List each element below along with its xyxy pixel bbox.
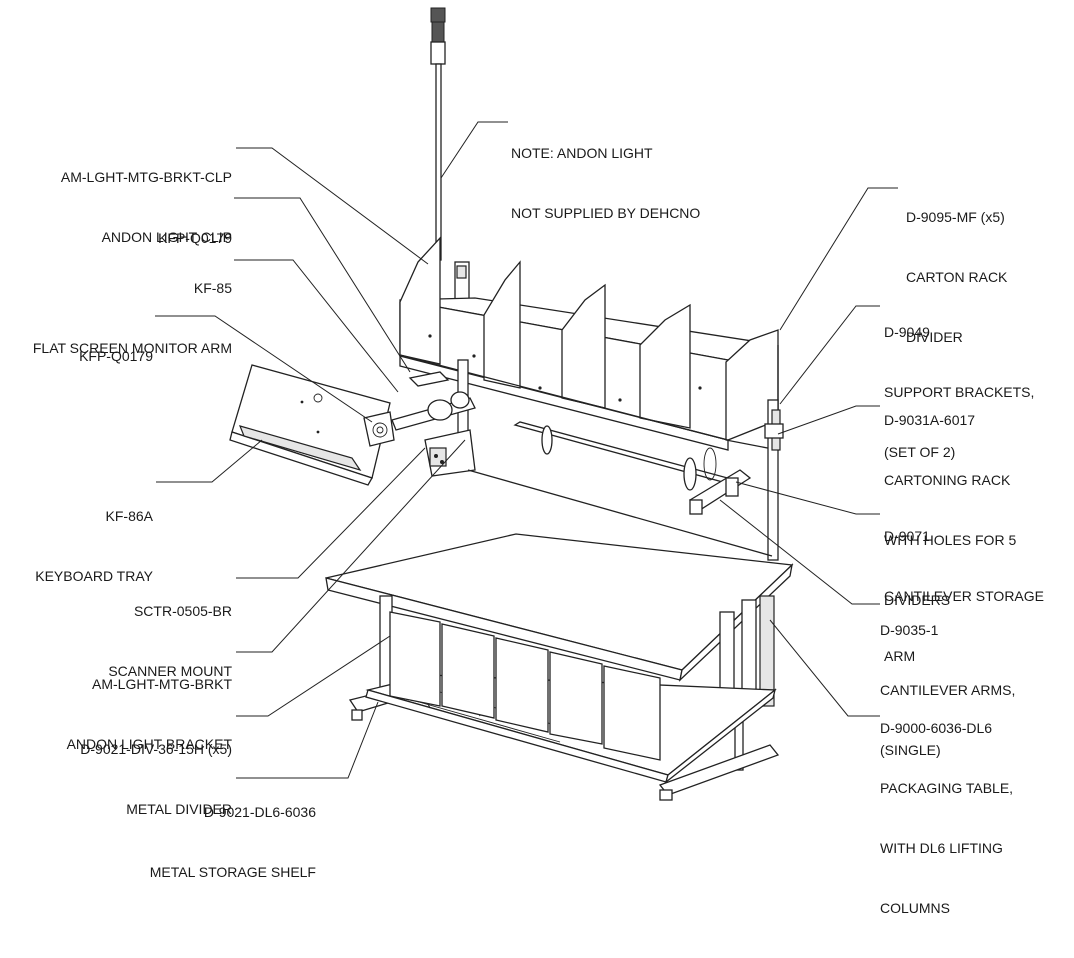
monitor-arm [391,371,476,477]
callout-line: AM-LGHT-MTG-BRKT [92,676,232,692]
packaging-table [325,469,794,682]
callout-line: KF-85 [193,280,232,296]
callout-line: KEYBOARD TRAY [35,568,153,584]
callout-line: ANDON LIGHT BRACKET [66,736,232,752]
callout-line: PACKAGING TABLE, [880,780,1014,796]
callout-line: AM-LGHT-MTG-BRKT-CLP [60,169,232,185]
callout-storage-arm: D-9071 CANTILEVER STORAGE ARM [884,486,1044,706]
assembly-diagram: NOTE: ANDON LIGHT NOT SUPPLIED BY DEHCNO… [33,7,1044,916]
storage-shelf [365,611,777,784]
callout-line: SCTR-0505-BR [133,603,232,619]
callout-line: METAL STORAGE SHELF [149,864,316,880]
callout-line: KFP-Q0179 [158,230,232,246]
callout-line: D-9000-6036-DL6 [880,720,993,736]
callout-line: D-9071 [884,528,930,544]
callout-andon-clip: AM-LGHT-MTG-BRKT-CLP ANDON LIGHT CLIP [61,127,232,287]
callout-line: DIVIDER [906,329,963,345]
callout-line: CARTON RACK [906,269,1008,285]
callout-cantilever-arms: D-9035-1 CANTILEVER ARMS, (SINGLE) [880,580,1015,800]
callout-line: SCANNER MOUNT [108,663,232,679]
callout-packaging-table: D-9000-6036-DL6 PACKAGING TABLE, WITH DL… [880,678,1013,958]
callout-line: D-9095-MF (x5) [906,209,1005,225]
callout-line: ANDON LIGHT CLIP [101,229,232,245]
callout-scanner-mount: SCTR-0505-BR SCANNER MOUNT [108,561,232,721]
callout-line: (SINGLE) [880,742,941,758]
callout-line: NOT SUPPLIED BY DEHCNO [511,205,701,221]
callout-line: FLAT SCREEN MONITOR ARM [32,340,232,356]
callout-kfp-top: KFP-Q0179 [158,188,232,288]
callout-note-andon: NOTE: ANDON LIGHT NOT SUPPLIED BY DEHCNO [511,103,700,263]
callout-line: COLUMNS [880,900,951,916]
callout-line: DIVIDERS [884,592,951,608]
rack-support-column [764,399,784,561]
callout-line: D-9049 [884,324,930,340]
callout-line: SUPPORT BRACKETS, [884,384,1035,400]
callout-line: D-9035-1 [880,622,939,638]
callout-kf-86a: KF-86A KEYBOARD TRAY [35,466,153,626]
callout-line: D-9021-DIV-36-15H (x5) [80,741,232,757]
callout-cartoning-rack: D-9031A-6017 CARTONING RACK WITH HOLES F… [884,370,1016,650]
callout-kfp-mid: KFP-Q0179 [79,306,153,406]
callout-line: ARM [884,648,916,664]
callout-line: WITH DL6 LIFTING [880,840,1003,856]
andon-light [430,7,446,261]
keyboard-tray [229,364,395,486]
cantilever-storage [513,421,752,515]
callout-line: CANTILEVER STORAGE [884,588,1045,604]
callout-line: CARTONING RACK [884,472,1011,488]
callout-metal-divider: D-9021-DIV-36-15H (x5) METAL DIVIDER [80,699,232,859]
callout-andon-bracket: AM-LGHT-MTG-BRKT ANDON LIGHT BRACKET [67,634,232,794]
callout-line: CANTILEVER ARMS, [880,682,1016,698]
callout-line: D-9021-DL6-6036 [203,804,316,820]
carton-rack [399,236,779,451]
callout-support-brackets: D-9049 SUPPORT BRACKETS, (SET OF 2) [884,282,1034,502]
callout-carton-divider: D-9095-MF (x5) CARTON RACK DIVIDER [906,167,1007,387]
callout-kf-85: KF-85 FLAT SCREEN MONITOR ARM [33,238,232,398]
table-legs [348,595,780,801]
callout-line: WITH HOLES FOR 5 [884,532,1017,548]
callout-line: KF-86A [105,508,153,524]
workstation-drawing [155,7,898,801]
leader-lines [155,121,898,779]
callout-storage-shelf: D-9021-DL6-6036 METAL STORAGE SHELF [150,762,316,922]
callout-line: D-9031A-6017 [884,412,976,428]
callout-line: KFP-Q0179 [79,348,153,364]
callout-line: NOTE: ANDON LIGHT [511,145,653,161]
callout-line: METAL DIVIDER [126,801,232,817]
callout-line: (SET OF 2) [884,444,956,460]
